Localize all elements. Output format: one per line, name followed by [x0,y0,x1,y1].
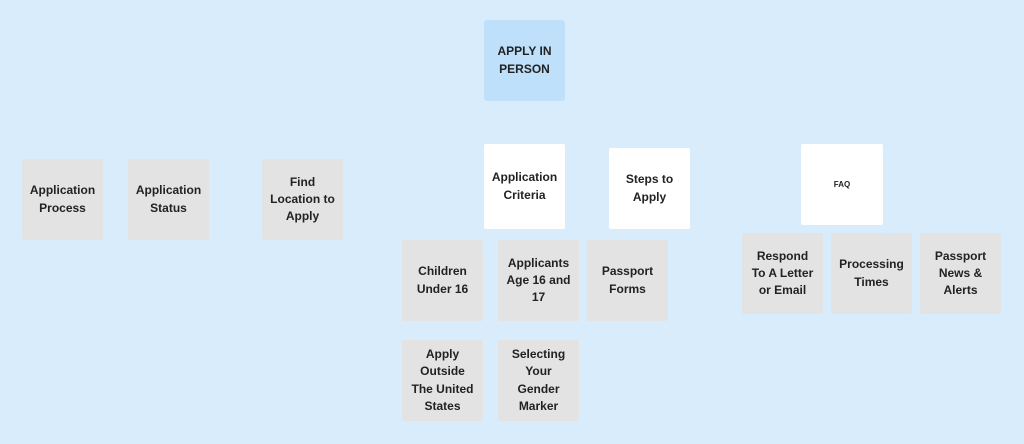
apply-in-person-label: APPLY IN PERSON [497,44,552,76]
application-criteria-label: Application Criteria [491,170,558,202]
faq-label: FAQ [833,179,851,189]
passport-news-label: Passport News & Alerts [934,248,987,298]
respond-to-letter-label: Respond To A Letter or Email [751,248,814,298]
apply-in-person-node[interactable]: APPLY IN PERSON [484,20,565,101]
application-status-node[interactable]: Application Status [128,159,209,240]
children-under-16-label: Children Under 16 [416,264,469,296]
application-process-label: Application Process [29,183,96,215]
selecting-gender-marker-label: Selecting Your Gender Marker [511,347,566,413]
find-location-node[interactable]: Find Location to Apply [262,159,343,240]
apply-outside-us-label: Apply Outside The United States [411,347,474,413]
applicants-16-17-node[interactable]: Applicants Age 16 and 17 [498,240,579,321]
application-status-label: Application Status [135,183,202,215]
passport-forms-node[interactable]: Passport Forms [587,240,668,321]
faq-node[interactable]: FAQ [801,144,883,225]
application-process-node[interactable]: Application Process [22,159,103,240]
selecting-gender-marker-node[interactable]: Selecting Your Gender Marker [498,340,579,421]
apply-outside-us-node[interactable]: Apply Outside The United States [402,340,483,421]
find-location-label: Find Location to Apply [270,174,335,224]
passport-news-node[interactable]: Passport News & Alerts [920,233,1001,314]
steps-to-apply-label: Steps to Apply [625,172,674,204]
application-criteria-node[interactable]: Application Criteria [484,144,565,229]
respond-to-letter-node[interactable]: Respond To A Letter or Email [742,233,823,314]
processing-times-label: Processing Times [839,257,904,289]
steps-to-apply-node[interactable]: Steps to Apply [609,148,690,229]
applicants-16-17-label: Applicants Age 16 and 17 [506,255,571,305]
children-under-16-node[interactable]: Children Under 16 [402,240,483,321]
processing-times-node[interactable]: Processing Times [831,233,912,314]
passport-forms-label: Passport Forms [601,264,654,296]
